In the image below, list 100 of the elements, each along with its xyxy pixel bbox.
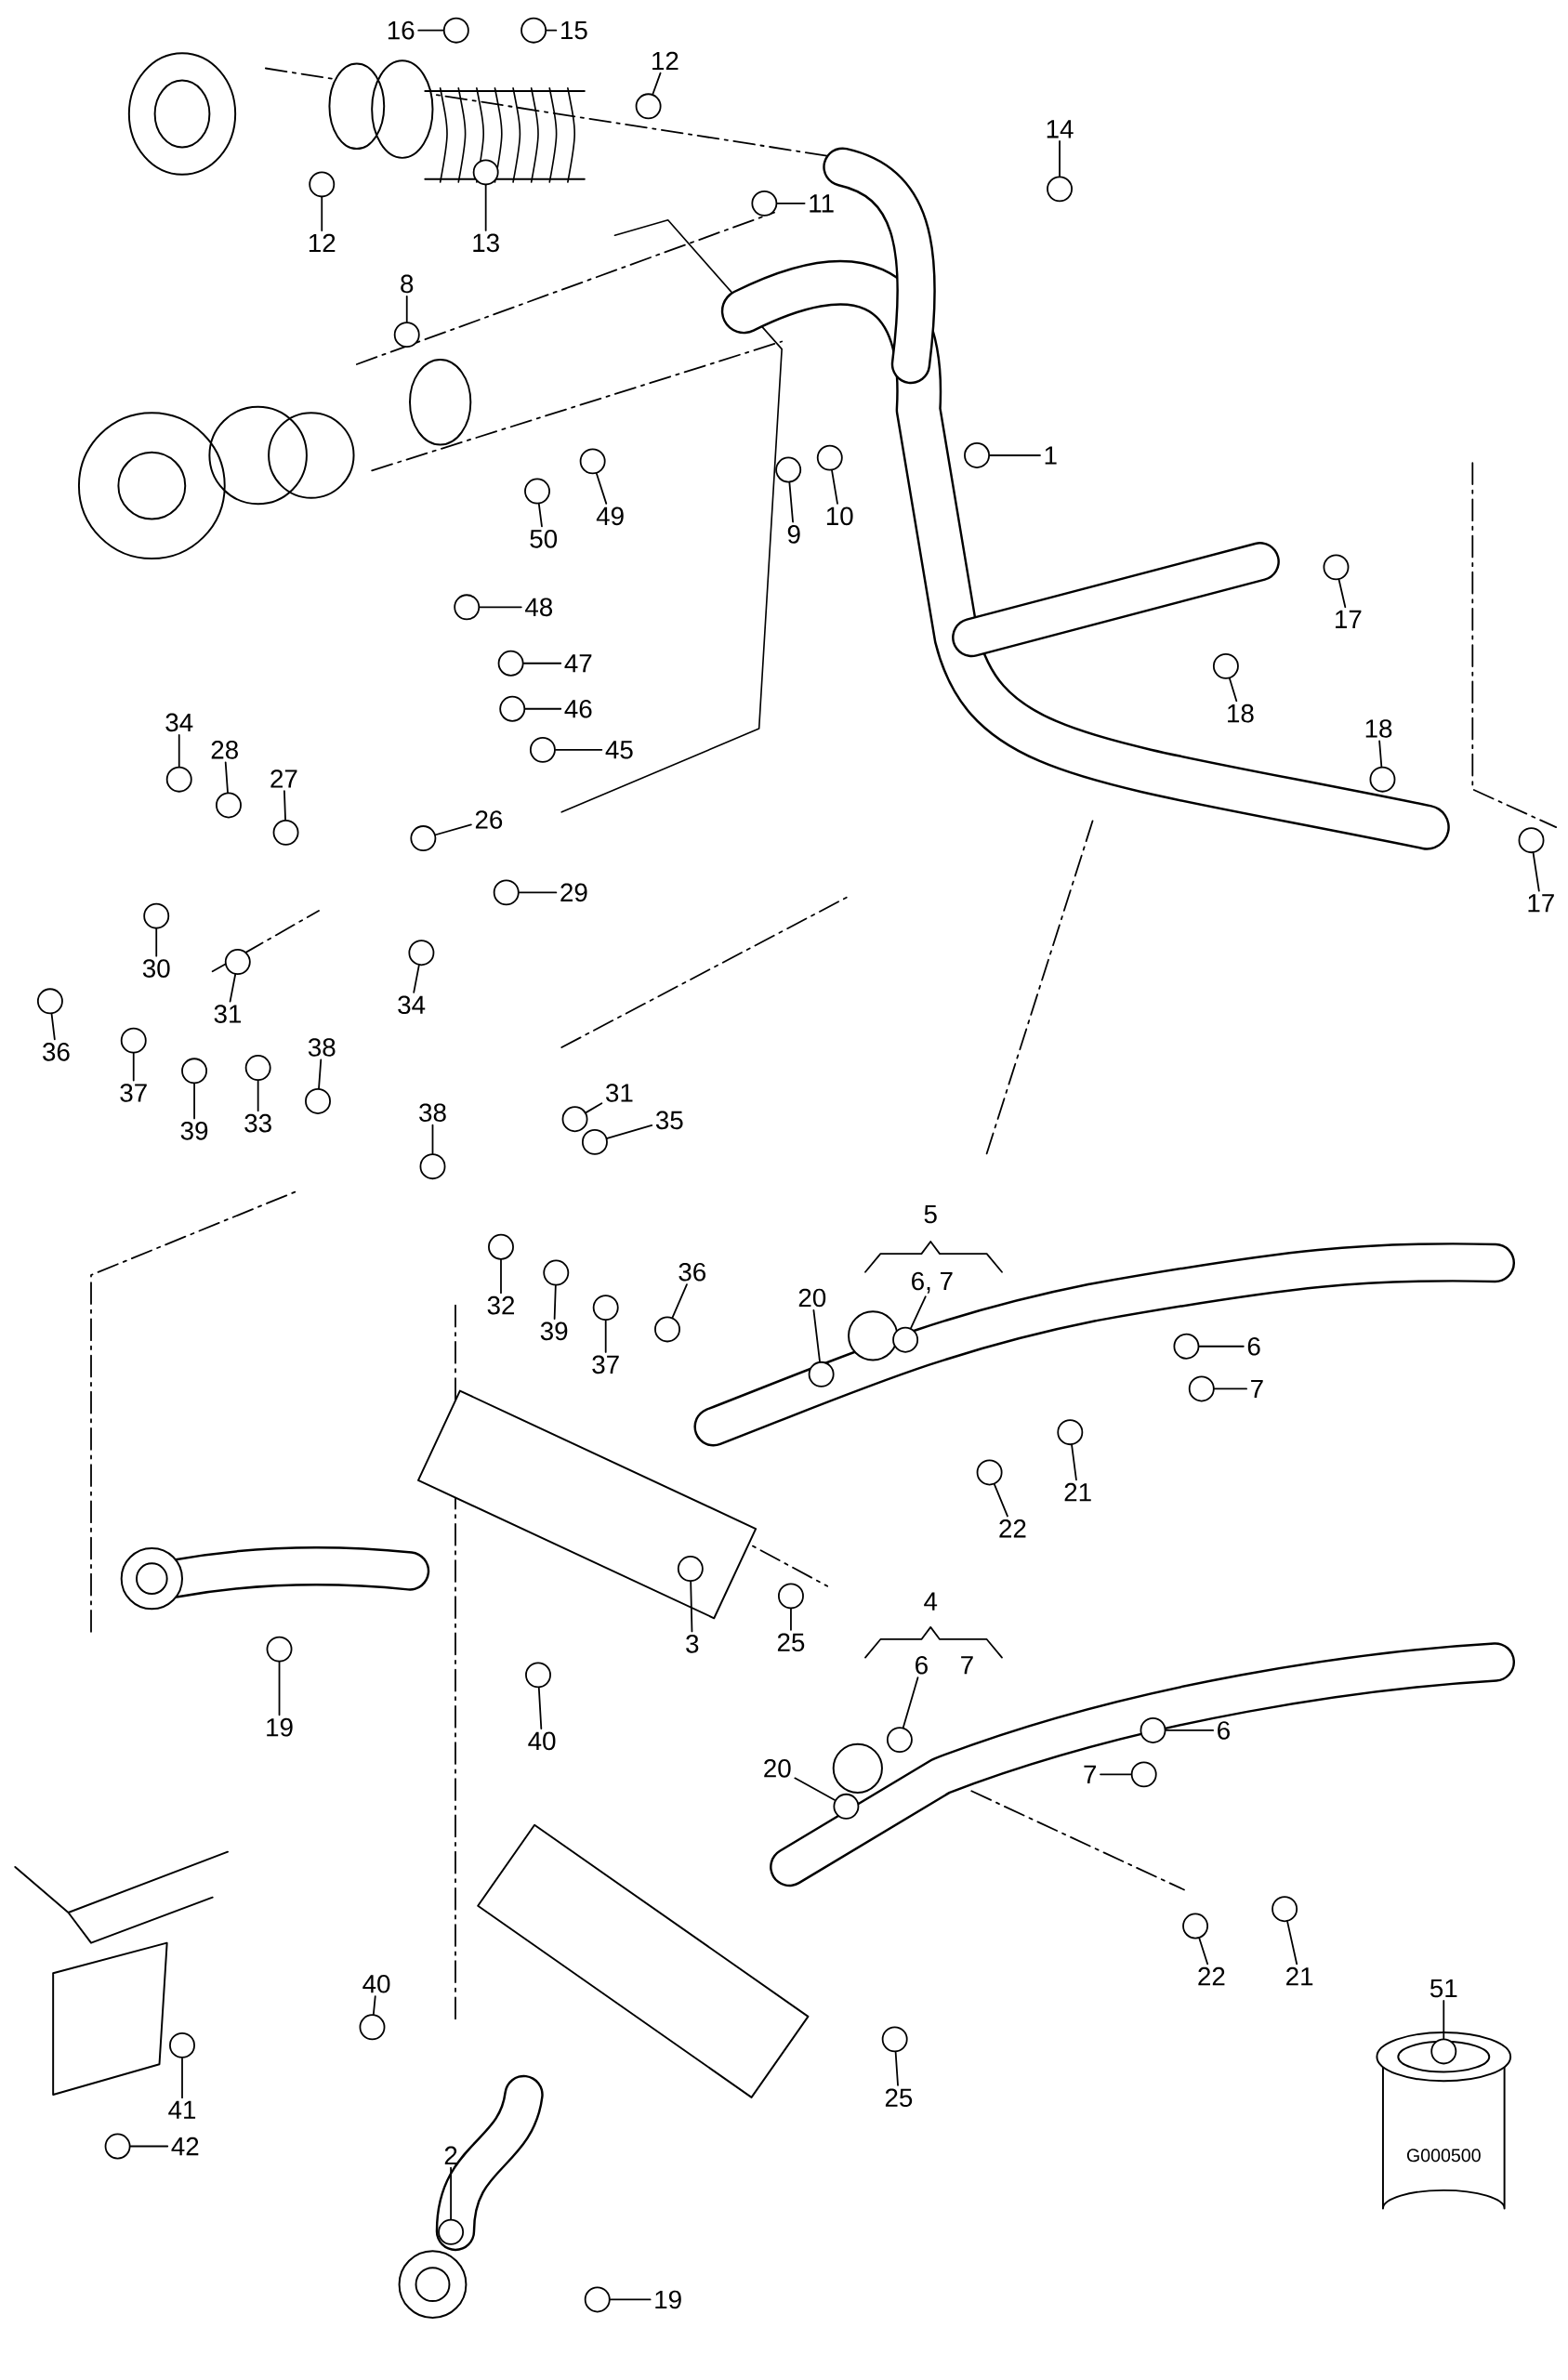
part-icon — [168, 2032, 195, 2058]
callout-number: 48 — [524, 598, 552, 617]
callout-number: 39 — [540, 1321, 568, 1341]
callout-number: 34 — [165, 713, 193, 732]
leader-line — [1337, 579, 1347, 609]
part-icon — [584, 2286, 611, 2313]
leader-line — [1198, 1345, 1245, 1348]
leader-line — [181, 2057, 183, 2099]
part-icon — [272, 819, 299, 846]
part-icon — [1212, 652, 1239, 679]
callout-number: 35 — [655, 1111, 683, 1130]
part-icon — [1369, 766, 1396, 793]
part-icon — [266, 1636, 293, 1663]
callout-number: 29 — [560, 883, 587, 902]
leader-line — [1165, 1729, 1214, 1731]
leader-line — [585, 1102, 603, 1114]
leader-line — [831, 469, 838, 505]
part-icon — [244, 1055, 271, 1081]
part-icon — [143, 902, 170, 929]
callout-number: 26 — [475, 810, 503, 829]
callout-number: 46 — [564, 699, 592, 718]
part-icon — [963, 442, 990, 468]
part-icon — [523, 478, 550, 505]
leader-line — [1378, 740, 1383, 768]
part-icon — [816, 444, 843, 471]
leader-line — [224, 761, 229, 794]
part-icon — [543, 1259, 570, 1286]
part-icon — [304, 1088, 331, 1114]
callout-number: 6 — [1218, 1721, 1230, 1740]
part-icon — [499, 695, 526, 722]
part-code: G000500 — [1406, 2149, 1481, 2163]
part-icon — [635, 93, 662, 120]
part-icon — [181, 1058, 207, 1085]
callout-number: 4 — [924, 1592, 938, 1611]
callout-number: 37 — [592, 1355, 619, 1374]
part-icon — [472, 159, 499, 186]
part-icon — [497, 650, 524, 677]
leader-line — [229, 973, 236, 1003]
part-icon — [120, 1027, 147, 1054]
leader-line — [132, 1052, 135, 1082]
part-icon — [886, 1727, 913, 1754]
part-icon — [881, 2026, 908, 2053]
callout-number: 10 — [826, 506, 853, 526]
callout-number: 8 — [401, 274, 414, 294]
leader-line — [537, 503, 543, 528]
part-icon — [442, 17, 469, 44]
callout-number: 25 — [777, 1633, 805, 1652]
callout-number: 31 — [214, 1005, 241, 1023]
leader-line — [522, 662, 562, 664]
leader-line — [500, 1258, 502, 1295]
part-icon — [579, 448, 606, 475]
part-icon — [1518, 827, 1545, 854]
callout-number: 2 — [444, 2146, 457, 2164]
callout-number: 11 — [810, 194, 834, 213]
leader-line — [193, 1083, 195, 1120]
part-icon — [408, 940, 435, 966]
callout-number: 50 — [530, 530, 557, 548]
part-icon — [976, 1459, 1003, 1486]
leader-line — [546, 29, 558, 32]
part-icon — [1323, 554, 1350, 581]
part-icon — [1130, 1761, 1157, 1788]
part-icon — [833, 1793, 860, 1820]
callout-number: 25 — [885, 2088, 913, 2108]
callout-number: 5 — [924, 1204, 937, 1224]
leader-line — [554, 748, 603, 751]
callout-number: 9 — [787, 525, 800, 544]
callout-number: 12 — [309, 233, 336, 252]
callout-number: 31 — [605, 1084, 633, 1102]
leader-line — [812, 1309, 821, 1362]
part-icon — [309, 171, 336, 198]
callout-number: 45 — [605, 741, 633, 759]
callout-number: 7 — [1084, 1765, 1096, 1783]
callout-number: 36 — [679, 1262, 705, 1282]
callout-number: 6, 7 — [912, 1271, 953, 1294]
part-icon — [224, 949, 251, 975]
part-icon — [419, 1153, 446, 1180]
part-icon — [751, 190, 778, 217]
part-icon — [1182, 1913, 1208, 1940]
leader-line — [1100, 1773, 1132, 1776]
leader-line — [318, 1059, 323, 1089]
callout-number: 13 — [473, 233, 499, 253]
part-icon — [1057, 1419, 1084, 1446]
leader-line — [989, 454, 1041, 456]
callout-number: 21 — [1286, 1966, 1313, 1986]
part-icon — [215, 792, 242, 819]
callout-number: 19 — [655, 2290, 681, 2309]
part-icon — [165, 766, 192, 793]
leader-line — [321, 196, 323, 231]
callout-number: 6 — [1247, 1336, 1260, 1356]
callout-number: 30 — [142, 959, 170, 978]
leader-line — [1059, 140, 1061, 178]
callout-number: 32 — [487, 1295, 514, 1315]
leader-line — [431, 1124, 434, 1155]
part-icon — [561, 1106, 588, 1133]
leader-line — [1229, 677, 1238, 703]
callout-number: 20 — [798, 1288, 826, 1308]
part-icon — [1430, 2038, 1457, 2065]
callout-number: 15 — [561, 20, 587, 40]
leader-line — [50, 1013, 56, 1041]
leader-line — [690, 1581, 693, 1633]
